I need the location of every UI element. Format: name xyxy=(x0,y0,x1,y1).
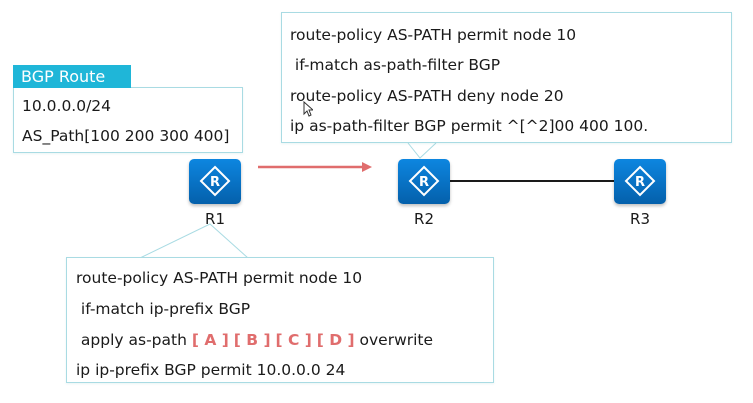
advertise-arrow-head xyxy=(362,162,372,172)
r2-config-line: ip as-path-filter BGP permit ^[^2]00 400… xyxy=(290,117,649,135)
bgp-route-box: 10.0.0.0/24 AS_Path[100 200 300 400] xyxy=(13,87,243,153)
blank-d: [ D ] xyxy=(316,331,355,349)
router-r3[interactable]: R xyxy=(614,159,666,204)
router-label-r3: R3 xyxy=(630,210,650,228)
r1-config-line: route-policy AS-PATH permit node 10 xyxy=(76,269,363,287)
router-label-r2: R2 xyxy=(414,210,434,228)
mouse-cursor-icon xyxy=(303,101,313,117)
r1-config-line: ip ip-prefix BGP permit 10.0.0.0 24 xyxy=(76,361,346,379)
r1-callout-pointer xyxy=(139,223,249,259)
router-icon: R xyxy=(408,165,440,197)
r1-config-line: if-match ip-prefix BGP xyxy=(76,300,251,318)
r2-config-line: if-match as-path-filter BGP xyxy=(290,56,501,74)
bgp-route-tag: BGP Route xyxy=(13,65,131,88)
svg-text:R: R xyxy=(419,175,429,190)
r1-config-apply-line: apply as-path [ A ] [ B ] [ C ] [ D ] ov… xyxy=(76,330,433,350)
bgp-route-prefix: 10.0.0.0/24 xyxy=(22,97,112,115)
blank-b: [ B ] xyxy=(233,331,271,349)
svg-text:R: R xyxy=(210,175,220,190)
svg-text:R: R xyxy=(635,175,645,190)
router-icon: R xyxy=(199,165,231,197)
r2-config-line: route-policy AS-PATH permit node 10 xyxy=(290,26,577,44)
r2-config-box: route-policy AS-PATH permit node 10 if-m… xyxy=(281,12,732,143)
r2-callout-pointer xyxy=(407,142,437,159)
router-r1[interactable]: R xyxy=(189,159,241,204)
bgp-route-as-path: AS_Path[100 200 300 400] xyxy=(22,127,230,145)
router-r2[interactable]: R xyxy=(398,159,450,204)
router-label-r1: R1 xyxy=(205,210,225,228)
r1-config-box: route-policy AS-PATH permit node 10 if-m… xyxy=(66,257,494,383)
blank-c: [ C ] xyxy=(275,331,312,349)
router-icon: R xyxy=(624,165,656,197)
r2-config-line: route-policy AS-PATH deny node 20 xyxy=(290,87,564,105)
r1-apply-prefix: apply as-path xyxy=(76,331,192,349)
blank-a: [ A ] xyxy=(191,331,229,349)
r1-apply-suffix: overwrite xyxy=(354,331,434,349)
